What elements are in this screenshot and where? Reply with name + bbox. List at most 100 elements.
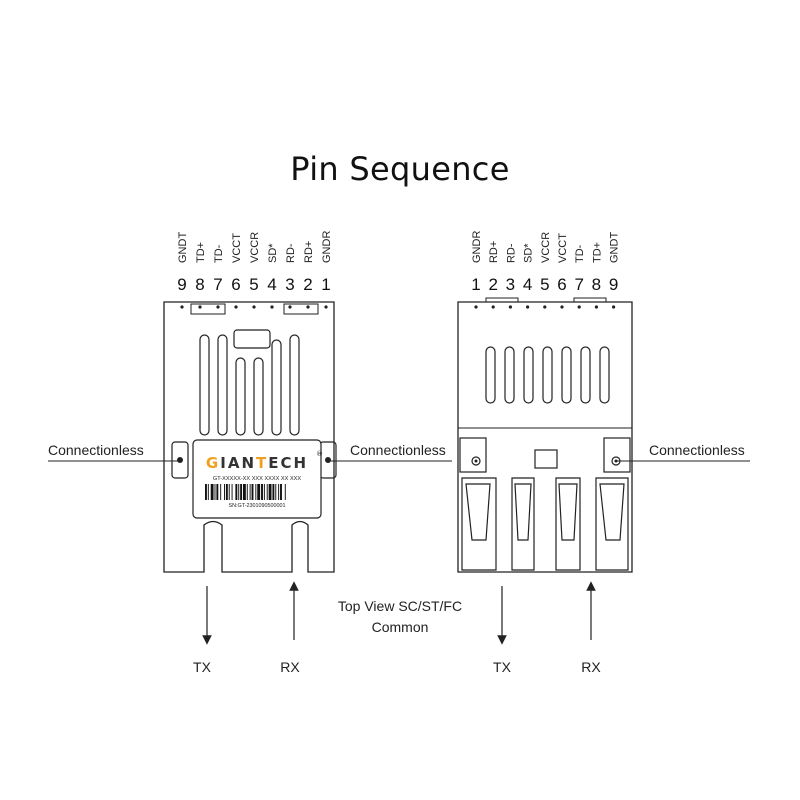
barcode-bar xyxy=(255,484,257,500)
caption-line2: Common xyxy=(372,619,429,635)
left-pin-dot xyxy=(252,305,256,309)
left-pin-number: 2 xyxy=(303,275,312,294)
right-latches xyxy=(461,477,629,571)
barcode-bar xyxy=(240,484,243,500)
right-pin-name: GNDT xyxy=(609,232,621,263)
barcode-bar xyxy=(278,484,280,500)
barcode-bar xyxy=(205,484,207,500)
logo-letter: N xyxy=(241,454,256,472)
right-bridge-td xyxy=(573,297,607,302)
label-model-line: GT-XXXXX-XX XXX XXXX XX XXX xyxy=(213,476,302,482)
right-connectionless-label: Connectionless xyxy=(649,442,745,458)
barcode xyxy=(205,484,286,500)
right-pin-name: TD+ xyxy=(591,242,603,263)
page-title: Pin Sequence xyxy=(290,150,510,188)
left-pin-dot xyxy=(288,305,292,309)
right-pin-number: 1 xyxy=(471,275,480,294)
left-top-pad xyxy=(233,329,271,349)
barcode-bar xyxy=(214,484,216,500)
left-pin-dot xyxy=(324,305,328,309)
logo-letter: E xyxy=(268,454,280,472)
barcode-bar xyxy=(210,484,214,500)
barcode-bar xyxy=(216,484,219,500)
right-pin-dots xyxy=(474,305,616,309)
right-pin-dot xyxy=(612,305,616,309)
right-pin-dot xyxy=(577,305,581,309)
left-pin-name: VCCT xyxy=(231,233,243,263)
barcode-bar xyxy=(231,484,233,500)
right-pin-dot xyxy=(491,305,495,309)
left-bridge-td xyxy=(190,303,226,315)
left-pin-number: 3 xyxy=(285,275,294,294)
barcode-bar xyxy=(280,484,282,500)
right-pin-number: 4 xyxy=(523,275,532,294)
left-pin-name: SD* xyxy=(267,243,279,263)
barcode-bar xyxy=(249,484,251,500)
left-connectionless-left-label: Connectionless xyxy=(48,442,144,458)
barcode-bar xyxy=(238,484,240,500)
left-side-pad-right-dot xyxy=(325,457,331,463)
left-side-pad-left xyxy=(171,441,189,479)
logo-text: GIANTECH xyxy=(206,454,308,472)
right-pin-dot xyxy=(560,305,564,309)
left-slots xyxy=(199,334,300,436)
left-pin-number: 5 xyxy=(249,275,258,294)
left-pin-number: 8 xyxy=(195,275,204,294)
right-corner-dot-left-inner xyxy=(474,459,478,463)
logo-letter: G xyxy=(206,454,220,472)
caption-line1: Top View SC/ST/FC xyxy=(338,598,462,614)
left-pin-name: TD- xyxy=(213,244,225,263)
right-pin-number: 2 xyxy=(488,275,497,294)
right-pin-number: 8 xyxy=(592,275,601,294)
right-center-pad xyxy=(534,449,558,469)
left-pin-name: RD- xyxy=(285,243,297,263)
logo-registered: ® xyxy=(316,450,323,458)
barcode-bar xyxy=(207,484,209,500)
right-pin-number: 3 xyxy=(506,275,515,294)
logo-letter: T xyxy=(256,454,268,472)
barcode-bar xyxy=(224,484,225,500)
barcode-bar xyxy=(268,484,272,500)
left-tx-label: TX xyxy=(193,659,212,675)
left-pin-name: GNDT xyxy=(177,232,189,263)
right-pin-dot xyxy=(474,305,478,309)
left-label-sticker xyxy=(192,439,322,519)
right-pin-dot xyxy=(508,305,512,309)
right-pin-number: 9 xyxy=(609,275,618,294)
right-pin-name: GNDR xyxy=(471,231,483,263)
left-pin-number: 6 xyxy=(231,275,240,294)
right-pin-name: RD+ xyxy=(488,241,500,263)
right-bridge-rd xyxy=(485,297,519,302)
logo-letter: A xyxy=(228,454,242,472)
left-pin-dots xyxy=(180,305,328,309)
right-corner-dot-left xyxy=(471,456,481,466)
left-pin-name: GNDR xyxy=(321,231,333,263)
left-pin-number: 4 xyxy=(267,275,276,294)
barcode-bar xyxy=(272,484,275,500)
left-pin-dot xyxy=(216,305,220,309)
logo-letter: C xyxy=(280,454,293,472)
right-rx-label: RX xyxy=(581,659,601,675)
right-pin-number: 6 xyxy=(557,275,566,294)
right-tx-label: TX xyxy=(493,659,512,675)
right-pin-name: VCCR xyxy=(540,232,552,263)
left-module-outline xyxy=(163,301,335,573)
left-pin-dot xyxy=(180,305,184,309)
right-pin-name: RD- xyxy=(505,243,517,263)
logo-letter: I xyxy=(220,454,228,472)
logo-letter: H xyxy=(294,454,309,472)
left-connectionless-right-label: Connectionless xyxy=(350,442,446,458)
right-slots xyxy=(485,346,610,404)
barcode-bar xyxy=(225,484,228,500)
barcode-bar xyxy=(275,484,277,500)
left-pin-dot xyxy=(234,305,238,309)
left-pin-number: 7 xyxy=(213,275,222,294)
right-pin-number: 7 xyxy=(574,275,583,294)
left-pin-number: 1 xyxy=(321,275,330,294)
right-corner-pad-right xyxy=(603,437,631,473)
